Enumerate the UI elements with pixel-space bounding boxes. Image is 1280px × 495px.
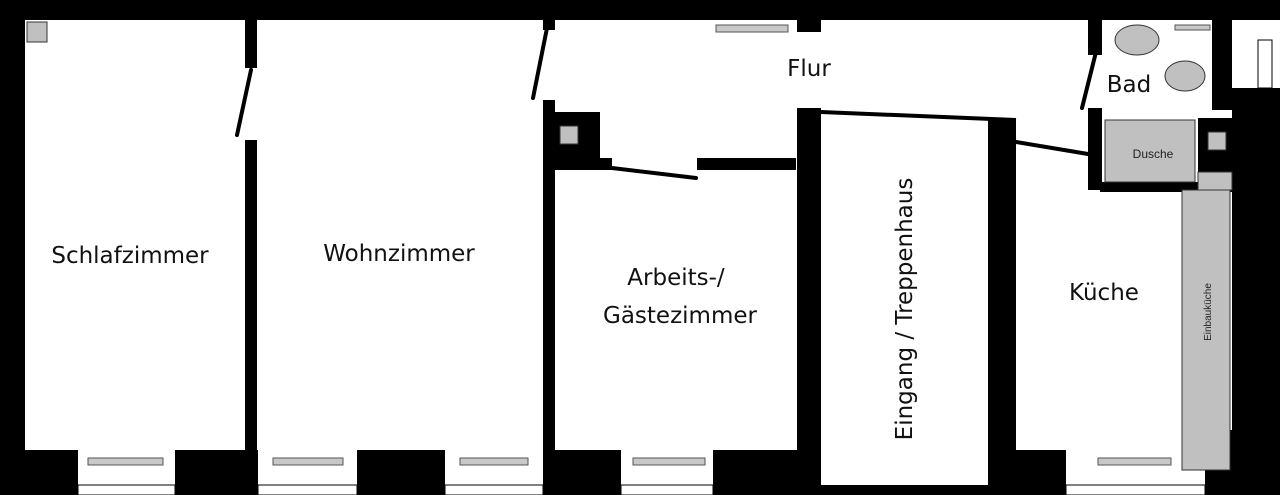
wall-bad-right xyxy=(1212,20,1232,110)
wall-bad-top xyxy=(1088,20,1102,55)
window xyxy=(1257,39,1273,89)
wall-stub xyxy=(543,20,555,30)
wall-wohn-arbeits xyxy=(543,100,555,450)
wall-stub xyxy=(797,20,821,32)
room-label-bad: Bad xyxy=(1107,72,1151,98)
outer-wall-right xyxy=(1232,88,1280,495)
window xyxy=(632,457,706,466)
einbaukueche-label: Einbauküche xyxy=(1203,283,1214,341)
bottom-pier xyxy=(988,450,1066,495)
chimney-shaft xyxy=(559,125,579,145)
window-sill xyxy=(1065,484,1206,495)
wall-schlaf-wohn xyxy=(245,140,257,450)
entrance-door xyxy=(820,110,1017,122)
wall-schlaf-wohn-top xyxy=(245,20,257,68)
bottom-pier xyxy=(0,450,78,495)
dusche-label: Dusche xyxy=(1133,147,1174,161)
door xyxy=(1080,50,1098,110)
wall-flur-eingang xyxy=(797,108,821,450)
toilet-icon xyxy=(1164,60,1206,92)
door xyxy=(1014,140,1090,156)
room-label-kueche: Küche xyxy=(1069,280,1139,306)
room-label-wohnzimmer: Wohnzimmer xyxy=(323,241,475,267)
chimney-shaft xyxy=(26,21,48,43)
window xyxy=(715,24,789,33)
room-label-arbeits-line1: Arbeits-/ xyxy=(627,265,725,291)
entrance-threshold xyxy=(821,485,988,495)
bottom-pier xyxy=(175,450,258,495)
chimney-shaft xyxy=(1207,131,1227,151)
wall-eingang-kueche xyxy=(988,118,1016,450)
window-sill xyxy=(257,484,358,495)
wall-bad-bottom xyxy=(1100,182,1232,192)
window xyxy=(459,457,529,466)
outer-wall-top xyxy=(0,0,1280,20)
window xyxy=(87,457,164,466)
room-label-flur: Flur xyxy=(787,56,831,82)
window-sill xyxy=(77,484,176,495)
outer-wall-left xyxy=(0,0,25,495)
door xyxy=(531,26,549,100)
window-sill xyxy=(444,484,544,495)
kitchen-unit xyxy=(1197,171,1233,191)
bottom-pier xyxy=(543,450,621,495)
room-label-arbeits-line2: Gästezimmer xyxy=(603,303,757,329)
window xyxy=(1174,24,1211,31)
door xyxy=(610,166,698,180)
room-label-eingang: Eingang / Treppenhaus xyxy=(892,178,918,441)
bottom-pier xyxy=(713,450,821,495)
room-label-schlafzimmer: Schlafzimmer xyxy=(51,243,209,269)
door xyxy=(235,68,253,137)
washbasin-icon xyxy=(1114,24,1160,56)
bottom-pier xyxy=(357,450,445,495)
window xyxy=(1097,457,1172,466)
shower xyxy=(1104,119,1196,183)
wall-bad xyxy=(1088,108,1102,190)
window xyxy=(272,457,344,466)
window-sill xyxy=(620,484,714,495)
